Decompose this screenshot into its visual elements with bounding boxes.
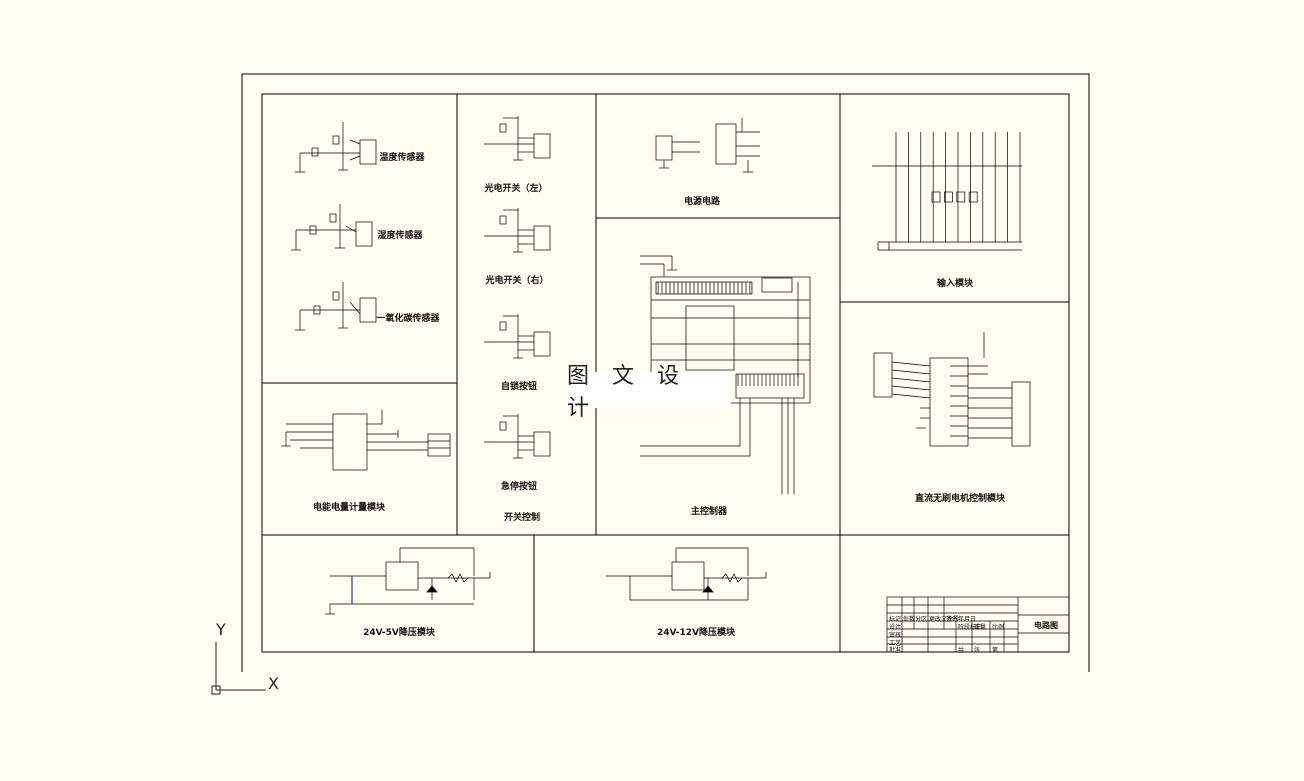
watermark: 图 文 设 计 — [567, 364, 731, 421]
title-block-cell: 更改文件号 — [929, 616, 960, 623]
title-block-cell: 张 — [974, 647, 981, 654]
title-block-cell: 年月日 — [958, 616, 977, 623]
axis-x-label: X — [268, 674, 279, 693]
title-block-cell: 设计 — [889, 624, 902, 631]
title-block-cell: 阶段标记 — [958, 624, 983, 631]
title-block-cell: 批准 — [889, 647, 902, 654]
power-meter-label: 电能电量计量模块 — [312, 503, 386, 513]
sensor-bot-label: 一氧化碳传感器 — [376, 314, 440, 324]
title-block-cell: 第 — [992, 647, 999, 654]
power-circuit-label: 电源电路 — [683, 197, 721, 207]
main-control-label: 主控制器 — [690, 507, 728, 517]
title-block-cell: 分区 — [915, 616, 928, 623]
title-block-cell: 比例 — [992, 624, 1005, 631]
input-module-label: 输入模块 — [936, 279, 974, 289]
buck-5v-label: 24V-5V降压模块 — [363, 628, 435, 638]
title-block-cell: 标记 — [889, 616, 902, 623]
switch-4-label: 急停按钮 — [500, 482, 538, 492]
switch-3-label: 自锁按钮 — [500, 382, 538, 392]
title-block-name: 电路图 — [1034, 621, 1058, 630]
motor-module-label: 直流无刷电机控制模块 — [914, 494, 1006, 504]
title-block-cell: 工艺 — [889, 640, 902, 647]
title-block-cell: 审核 — [889, 632, 902, 639]
buck-12v-label: 24V-12V降压模块 — [656, 628, 736, 638]
title-block-cell: 重量 — [974, 624, 987, 631]
sensor-mid-label: 湿度传感器 — [377, 231, 423, 241]
switch-control-label: 开关控制 — [503, 513, 541, 523]
switch-2-label: 光电开关（右） — [485, 276, 549, 286]
title-block-cell: 签名 — [946, 616, 959, 623]
switch-1-label: 光电开关（左） — [484, 184, 548, 194]
title-block-cell: 共 — [958, 647, 965, 654]
sensor-top-label: 温度传感器 — [379, 153, 425, 163]
title-block-cell: 处数 — [903, 616, 916, 623]
axis-y-label: Y — [216, 620, 226, 639]
